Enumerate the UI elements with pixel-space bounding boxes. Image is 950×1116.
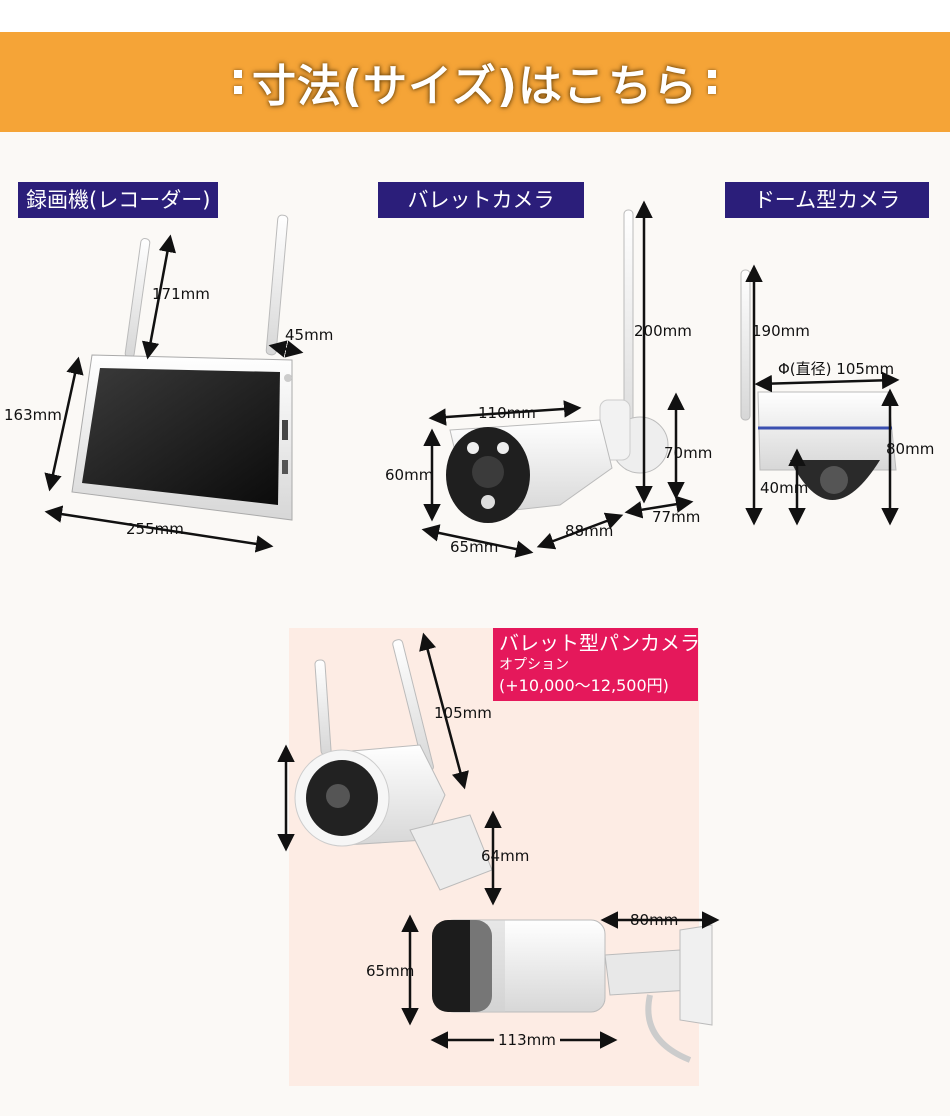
pan-camera-label: バレット型パンカメラ オプション (+10,000〜12,500円) xyxy=(493,628,700,701)
recorder-antenna-dim: 171mm xyxy=(152,285,210,303)
bullet-mount-width-dim: 77mm xyxy=(652,508,701,526)
page-title-text: 寸法(サイズ)はこちら xyxy=(252,61,698,112)
decor-dots-left xyxy=(234,70,243,94)
dome-body-height-dim: 80mm xyxy=(886,440,935,458)
dome-diameter-dim: Φ(直径) 105mm xyxy=(778,360,895,378)
pan-camera-title: バレット型パンカメラ xyxy=(499,631,700,655)
dome-total-height-dim: 190mm xyxy=(752,322,810,340)
recorder-depth-dim: 45mm xyxy=(285,326,334,344)
page-title: 寸法(サイズ)はこちら xyxy=(234,50,716,114)
pan-length-dim: 113mm xyxy=(494,1031,560,1049)
pan-antenna-dim: 105mm xyxy=(434,704,492,722)
recorder-width-dim: 255mm xyxy=(126,520,184,538)
recorder-label: 録画機(レコーダー) xyxy=(18,182,219,218)
bullet-depth-dim: 88mm xyxy=(565,522,614,540)
bullet-mount-height-dim: 70mm xyxy=(664,444,713,462)
recorder-height-dim: 163mm xyxy=(4,406,62,424)
pan-camera-option: オプション xyxy=(499,657,569,673)
bullet-front-height-dim: 60mm xyxy=(385,466,434,484)
decor-dots-right xyxy=(707,70,716,94)
bullet-antenna-dim: 200mm xyxy=(634,322,692,340)
bullet-body-length-dim: 110mm xyxy=(478,404,536,422)
bullet-front-width-dim: 65mm xyxy=(450,538,499,556)
pan-mount-dim: 64mm xyxy=(481,847,530,865)
dome-lens-height-dim: 40mm xyxy=(760,479,809,497)
pan-side-height-dim: 65mm xyxy=(366,962,415,980)
pan-depth-dim: 80mm xyxy=(630,911,679,929)
bullet-camera-label: バレットカメラ xyxy=(378,182,584,218)
dome-camera-label: ドーム型カメラ xyxy=(725,182,929,218)
pan-camera-price: (+10,000〜12,500円) xyxy=(499,676,669,695)
header-banner: 寸法(サイズ)はこちら xyxy=(0,32,950,132)
